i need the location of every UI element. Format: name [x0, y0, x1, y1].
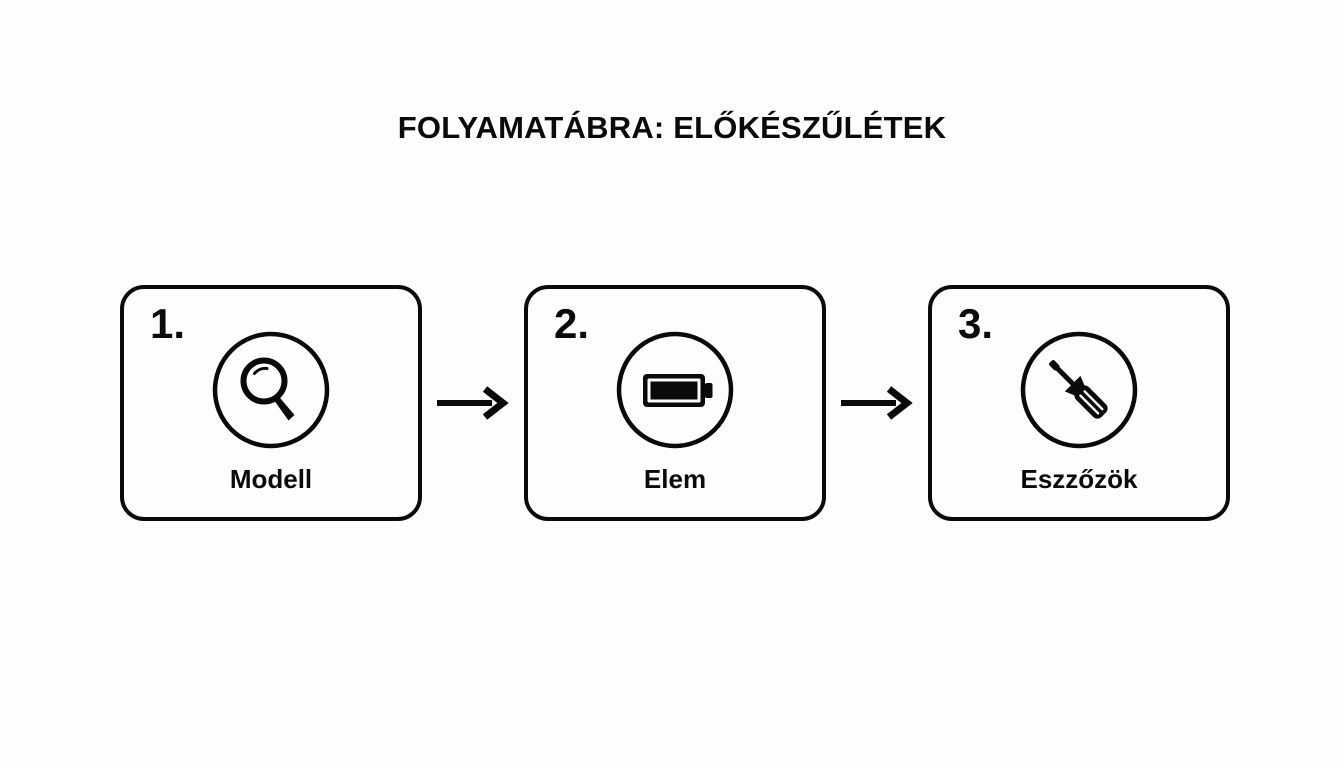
step-label-3: Eszzőzök	[1020, 464, 1138, 494]
step-label-1: Modell	[229, 464, 313, 494]
magnifying-glass-icon	[212, 331, 330, 449]
page-title: FOLYAMATÁBRA: ELŐKÉSZŰLÉTEK	[397, 110, 947, 145]
arrow-right-icon	[827, 380, 927, 426]
step-number-1: 1.	[150, 300, 186, 347]
flowchart: 1. Modell 2.	[120, 285, 1230, 521]
screwdriver-icon	[1020, 331, 1138, 449]
flow-step-card-1[interactable]: 1. Modell	[120, 285, 422, 521]
battery-icon	[616, 331, 734, 449]
arrow-right-icon	[423, 380, 523, 426]
step-number-3: 3.	[958, 300, 994, 347]
flow-step-card-2[interactable]: 2. Elem	[524, 285, 826, 521]
step-number-2: 2.	[554, 300, 590, 347]
flow-step-card-3[interactable]: 3.	[928, 285, 1230, 521]
step-label-2: Elem	[643, 464, 707, 494]
